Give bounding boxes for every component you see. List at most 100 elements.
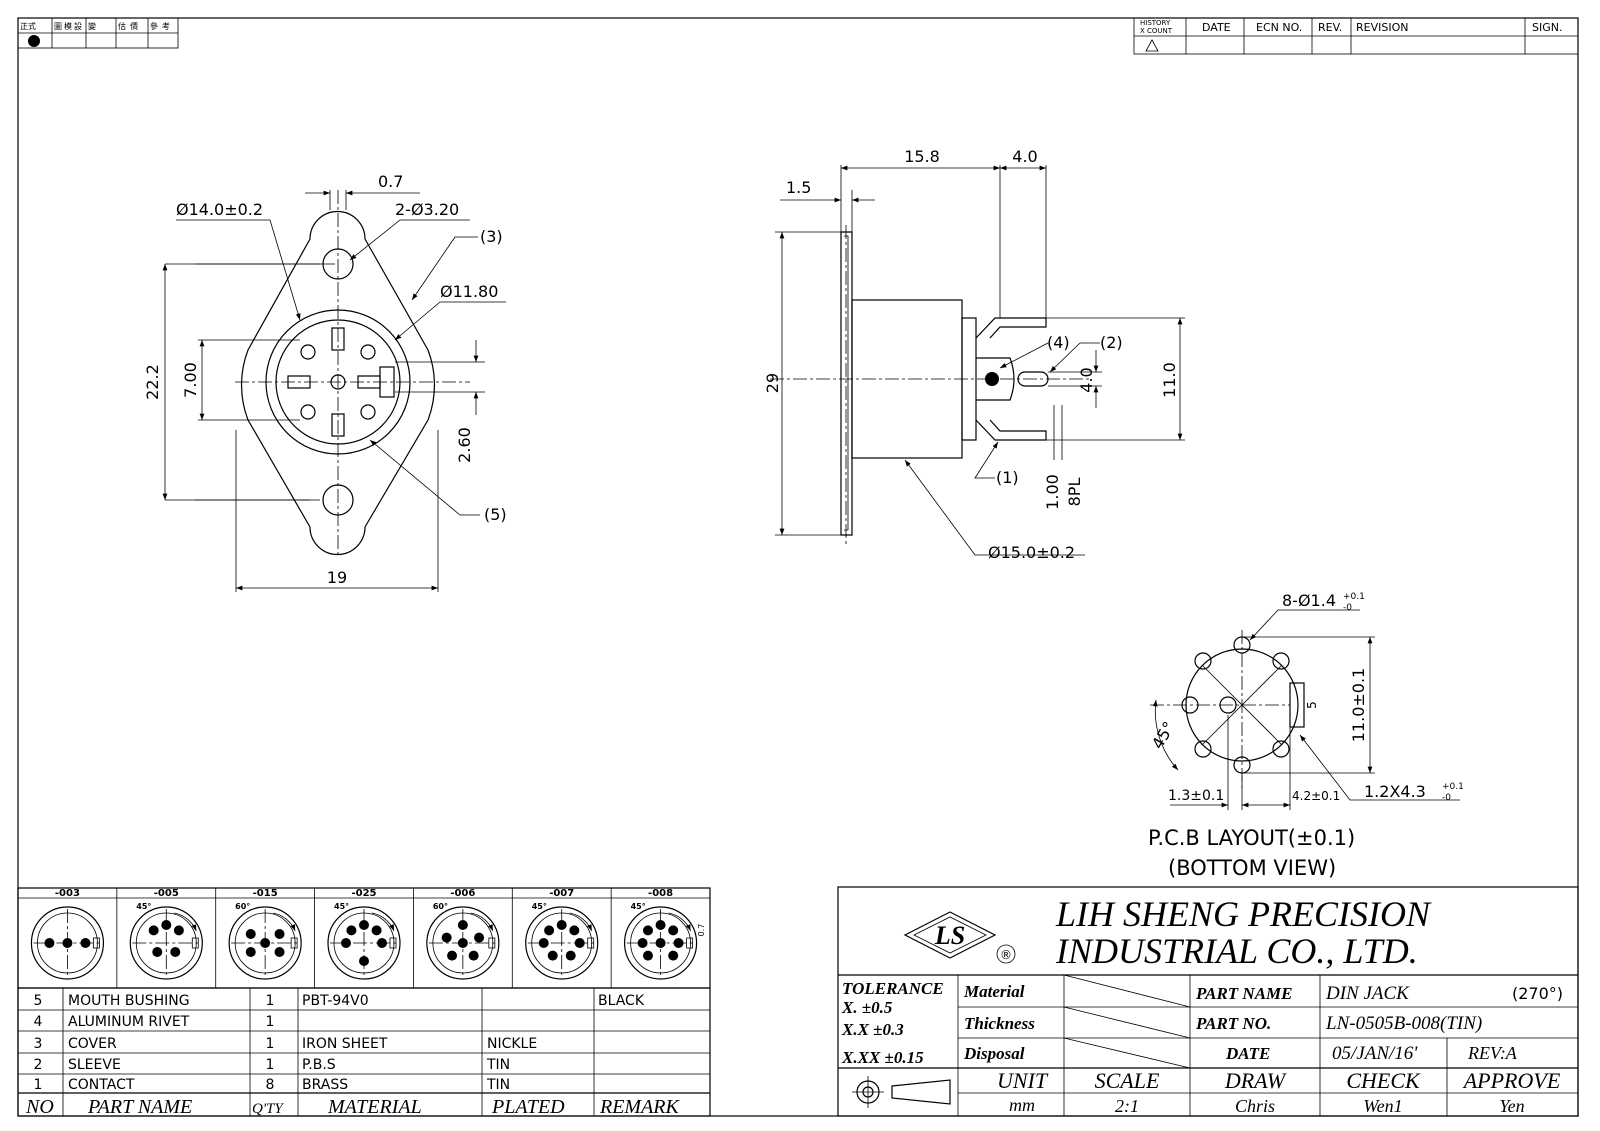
approve-value: Yen: [1499, 1096, 1524, 1116]
rev-history-label: HISTORY: [1140, 19, 1171, 27]
variant-1: -003: [30, 888, 105, 980]
bom-cell-qty: 8: [266, 1077, 275, 1093]
stamp-cell-2: 模: [64, 21, 72, 31]
stamp-cell-4: 變: [88, 21, 96, 31]
bom-cell-name: SLEEVE: [68, 1057, 121, 1073]
bom-cell-no: 3: [34, 1036, 43, 1052]
bom-cell-material: PBT-94V0: [302, 993, 369, 1009]
dim-pcb-holes: 8-Ø1.4: [1282, 591, 1336, 610]
rev-ecn-header: ECN NO.: [1256, 21, 1302, 34]
label-bushing: (5): [484, 505, 507, 524]
variant-angle: 45°: [334, 902, 349, 911]
part-no-label: PART NO.: [1195, 1014, 1271, 1033]
rev-xcount-label: X COUNT: [1140, 27, 1173, 35]
stamp-cell-3: 設: [74, 21, 82, 31]
variant-note: 0.7: [697, 924, 706, 937]
dim-pcb-span: 11.0±0.1: [1349, 668, 1368, 742]
title-block: LS ® LIH SHENG PRECISION INDUSTRIAL CO.,…: [837, 886, 1579, 1117]
rev-rev-header: REV.: [1318, 21, 1342, 34]
stamp-cell-8: 考: [162, 22, 170, 31]
dim-pcb-left: 1.3±0.1: [1168, 788, 1224, 804]
bom-cell-material: BRASS: [302, 1077, 348, 1093]
dim-pcb-slot: 1.2X4.3: [1364, 782, 1426, 801]
pcb-layout-subtitle: (BOTTOM VIEW): [1168, 856, 1336, 880]
rev-sign-header: SIGN.: [1532, 21, 1562, 34]
bom-header-plated: PLATED: [491, 1096, 565, 1118]
approve-label: APPROVE: [1462, 1068, 1561, 1093]
stamp-cell-6: 價: [130, 22, 138, 31]
pcb-layout: 8-Ø1.4 +0.1 -0 11.0±0.1 45° 5 1.2X4.3 +0…: [1148, 591, 1464, 880]
stamp-cell-5: 估: [118, 21, 126, 31]
part-name-value: DIN JACK: [1325, 983, 1410, 1004]
rivet-dot: [985, 372, 999, 386]
bom-cell-qty: 1: [266, 1036, 275, 1052]
dim-holes: 2-Ø3.20: [395, 200, 459, 219]
company-logo: LS ®: [903, 911, 1016, 964]
bom-cell-plated: TIN: [486, 1057, 510, 1073]
bom-header-name: PART NAME: [87, 1096, 192, 1118]
dim-offset: 2.60: [455, 427, 474, 463]
bom-header-qty: Q'TY: [252, 1101, 284, 1117]
variant-code: -007: [549, 888, 574, 899]
triangle-icon: [1145, 39, 1159, 52]
dim-flange: 1.5: [786, 178, 811, 197]
dim-pcb-angle: 45°: [1148, 718, 1179, 752]
bom-cell-qty: 1: [266, 993, 275, 1009]
variant-code: -015: [253, 888, 278, 899]
pin-top: [975, 317, 1047, 339]
label-contact: (1): [996, 468, 1019, 487]
part-angle: (270°): [1512, 984, 1563, 1003]
side-view: 15.8 4.0 1.5 29 (4) (2) 4.0 11.0 (1) 1.0…: [763, 147, 1185, 562]
dim-bushing-dia: Ø11.80: [440, 282, 498, 301]
variant-code: -006: [450, 888, 475, 899]
dim-pin-span: 11.0: [1160, 362, 1179, 398]
label-sleeve: (2): [1100, 333, 1123, 352]
front-view: Ø14.0±0.2 0.7 2-Ø3.20 (3) Ø11.80 22.2 7.…: [143, 172, 507, 592]
bom-cell-remark: BLACK: [598, 993, 645, 1009]
disposal-label: Disposal: [963, 1044, 1025, 1063]
bom-row: 5 MOUTH BUSHING 1 PBT-94V0 BLACK: [34, 993, 645, 1009]
company-name-line2: INDUSTRIAL CO., LTD.: [1055, 931, 1418, 971]
draw-value: Chris: [1235, 1096, 1275, 1116]
tol-slot-minus: -0: [1442, 793, 1451, 803]
dim-flange-dia: Ø14.0±0.2: [176, 200, 263, 219]
part-name-label: PART NAME: [1195, 984, 1293, 1003]
bom-cell-no: 1: [34, 1077, 43, 1093]
draw-label: DRAW: [1224, 1068, 1287, 1093]
variant-angle: 45°: [532, 902, 547, 911]
rev-revision-header: REVISION: [1356, 21, 1408, 34]
variant-code: -003: [55, 888, 80, 899]
projection-symbol-icon: [852, 1076, 951, 1108]
tolerance-x: X. ±0.5: [841, 998, 893, 1017]
pcb-slot: [1289, 682, 1305, 728]
dim-body-dia: Ø15.0±0.2: [988, 543, 1075, 562]
rev-date-header: DATE: [1202, 21, 1231, 34]
sheet-border: [17, 17, 1579, 1117]
bom-cell-name: MOUTH BUSHING: [68, 993, 190, 1009]
unit-label: UNIT: [997, 1068, 1049, 1093]
stamp-box: 正式 圖 模 設 變 估 價 參 考: [17, 17, 179, 49]
company-name-line1: LIH SHENG PRECISION: [1055, 894, 1432, 934]
tolerance-xxx: X.XX ±0.15: [841, 1048, 924, 1067]
variant-code: -005: [154, 888, 179, 899]
dim-slot-w: 5: [1305, 701, 1319, 709]
tolerance-xx: X.X ±0.3: [841, 1020, 904, 1039]
bom-cell-qty: 1: [266, 1014, 275, 1030]
bom-cell-plated: TIN: [486, 1077, 510, 1093]
bom-cell-no: 5: [34, 993, 43, 1009]
material-label: Material: [963, 982, 1025, 1001]
dim-pin-w: 1.00: [1043, 474, 1062, 510]
dim-height: 22.2: [143, 364, 162, 400]
tol-slot-plus: +0.1: [1442, 782, 1464, 792]
dim-body-len: 15.8: [904, 147, 940, 166]
dim-pin-spacing: 4.0: [1077, 367, 1096, 392]
